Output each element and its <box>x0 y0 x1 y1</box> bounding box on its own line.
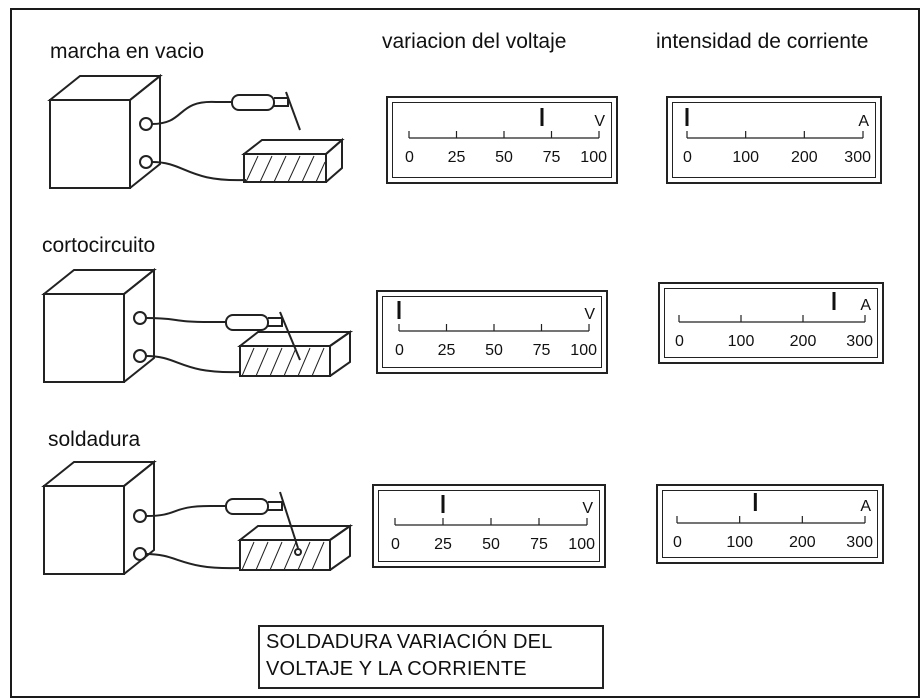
volt-tick-label: 25 <box>448 149 466 166</box>
volt-tick-label: 75 <box>530 536 548 553</box>
amp-unit-label: A <box>860 498 871 515</box>
amp-tick-label: 0 <box>673 534 682 551</box>
amp-tick-label: 100 <box>726 534 753 551</box>
volt-unit-label: V <box>594 113 605 130</box>
welding-setup-short-circuit-illustration <box>41 267 354 383</box>
amp-tick-label: 100 <box>732 149 759 166</box>
amp-tick-label: 0 <box>683 149 692 166</box>
amp-tick-label: 200 <box>791 149 818 166</box>
ammeter-open-circuit: 0 100 200 300 A <box>666 96 882 184</box>
volt-tick-label: 50 <box>485 342 503 359</box>
amp-tick-label: 0 <box>675 333 684 350</box>
amp-tick-label: 300 <box>844 149 871 166</box>
volt-tick-label: 25 <box>438 342 456 359</box>
welding-setup-open-circuit-illustration <box>47 73 345 189</box>
amp-tick-label: 300 <box>846 534 873 551</box>
amp-tick-label: 300 <box>846 333 873 350</box>
volt-tick-label: 50 <box>495 149 513 166</box>
volt-tick-label: 100 <box>568 536 595 553</box>
welding-setup-welding-illustration <box>41 459 354 575</box>
volt-tick-label: 50 <box>482 536 500 553</box>
caption-line-1: SOLDADURA VARIACIÓN DEL <box>266 631 553 653</box>
voltmeter-open-circuit: 0 25 50 75 100 V <box>386 96 618 184</box>
row-label-short-circuit: cortocircuito <box>42 234 156 257</box>
current-column-header: intensidad de corriente <box>656 30 869 53</box>
amp-tick-label: 100 <box>728 333 755 350</box>
volt-tick-label: 100 <box>570 342 597 359</box>
volt-tick-label: 0 <box>395 342 404 359</box>
ammeter-welding: 0 100 200 300 A <box>656 484 884 564</box>
volt-unit-label: V <box>582 500 593 517</box>
volt-tick-label: 75 <box>533 342 551 359</box>
figure-frame <box>10 8 920 698</box>
volt-tick-label: 25 <box>434 536 452 553</box>
volt-unit-label: V <box>584 306 595 323</box>
row-label-open-circuit: marcha en vacio <box>50 40 205 63</box>
voltage-column-header: variacion del voltaje <box>382 30 567 53</box>
amp-tick-label: 200 <box>789 534 816 551</box>
voltmeter-welding: 0 25 50 75 100 V <box>372 484 606 568</box>
row-label-welding: soldadura <box>48 428 141 451</box>
volt-tick-label: 75 <box>543 149 561 166</box>
amp-tick-label: 200 <box>790 333 817 350</box>
caption-line-2: VOLTAJE Y LA CORRIENTE <box>266 658 527 680</box>
voltmeter-short-circuit: 0 25 50 75 100 V <box>376 290 608 374</box>
ammeter-short-circuit: 0 100 200 300 A <box>658 282 884 364</box>
volt-tick-label: 0 <box>391 536 400 553</box>
amp-unit-label: A <box>860 297 871 314</box>
amp-unit-label: A <box>858 113 869 130</box>
volt-tick-label: 0 <box>405 149 414 166</box>
figure-caption: SOLDADURA VARIACIÓN DEL VOLTAJE Y LA COR… <box>258 625 604 689</box>
volt-tick-label: 100 <box>580 149 607 166</box>
